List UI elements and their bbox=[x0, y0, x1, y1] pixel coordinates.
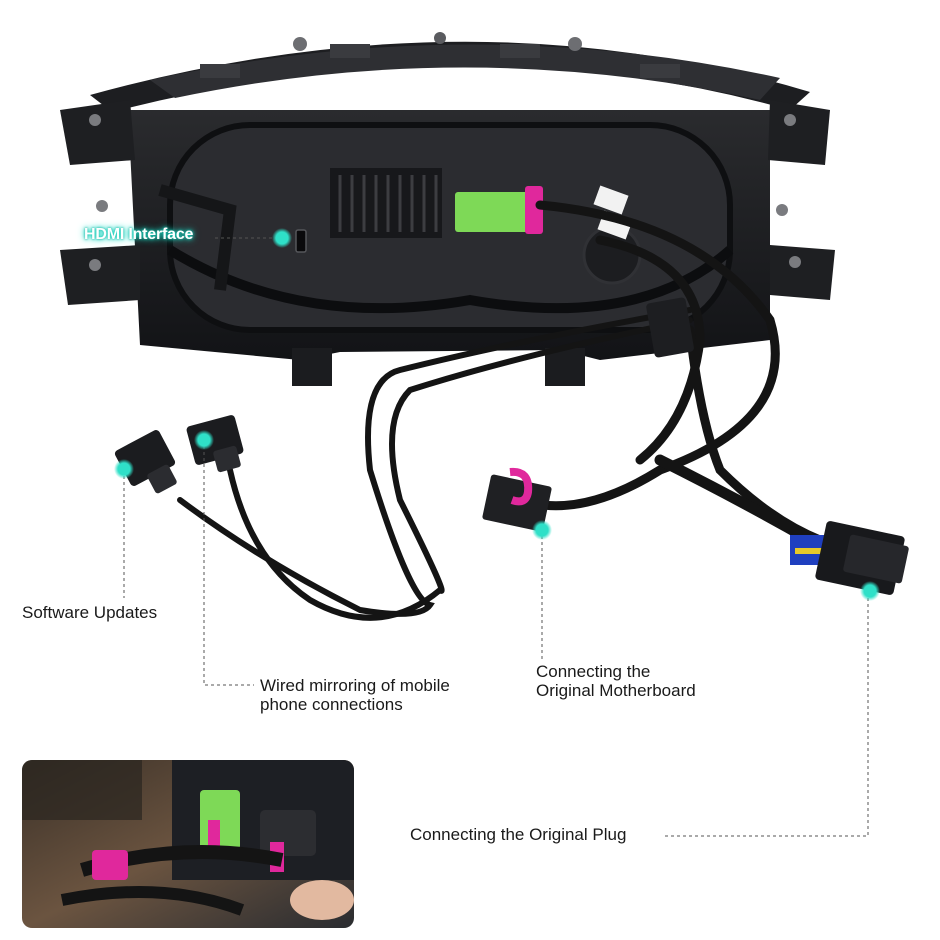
leader-lines bbox=[123, 237, 869, 837]
wired-mirroring-label-line1: Wired mirroring of mobile bbox=[260, 676, 450, 695]
motherboard-connector bbox=[482, 467, 552, 532]
wired-mirroring-label-line2: phone connections bbox=[260, 695, 403, 714]
cluster-housing bbox=[60, 100, 835, 386]
installation-photo bbox=[22, 760, 354, 928]
marker-hdmi bbox=[272, 228, 292, 248]
original-plug-label: Connecting the Original Plug bbox=[410, 825, 627, 844]
marker-software-updates bbox=[114, 459, 134, 479]
marker-wired-mirroring bbox=[194, 430, 214, 450]
hdmi-interface-label: HDMI Interface bbox=[84, 226, 194, 243]
original-plug bbox=[790, 521, 909, 595]
hdmi-port bbox=[295, 229, 307, 253]
usb-plug-right bbox=[186, 415, 244, 473]
top-bezel bbox=[90, 32, 810, 112]
marker-original-plug bbox=[860, 581, 880, 601]
motherboard-label-line2: Original Motherboard bbox=[536, 681, 696, 700]
software-updates-label: Software Updates bbox=[22, 603, 158, 622]
green-connector bbox=[455, 192, 535, 232]
marker-motherboard bbox=[532, 520, 552, 540]
callout-markers bbox=[114, 228, 880, 601]
cable-harness bbox=[177, 200, 825, 621]
motherboard-label-line1: Connecting the bbox=[536, 662, 651, 681]
